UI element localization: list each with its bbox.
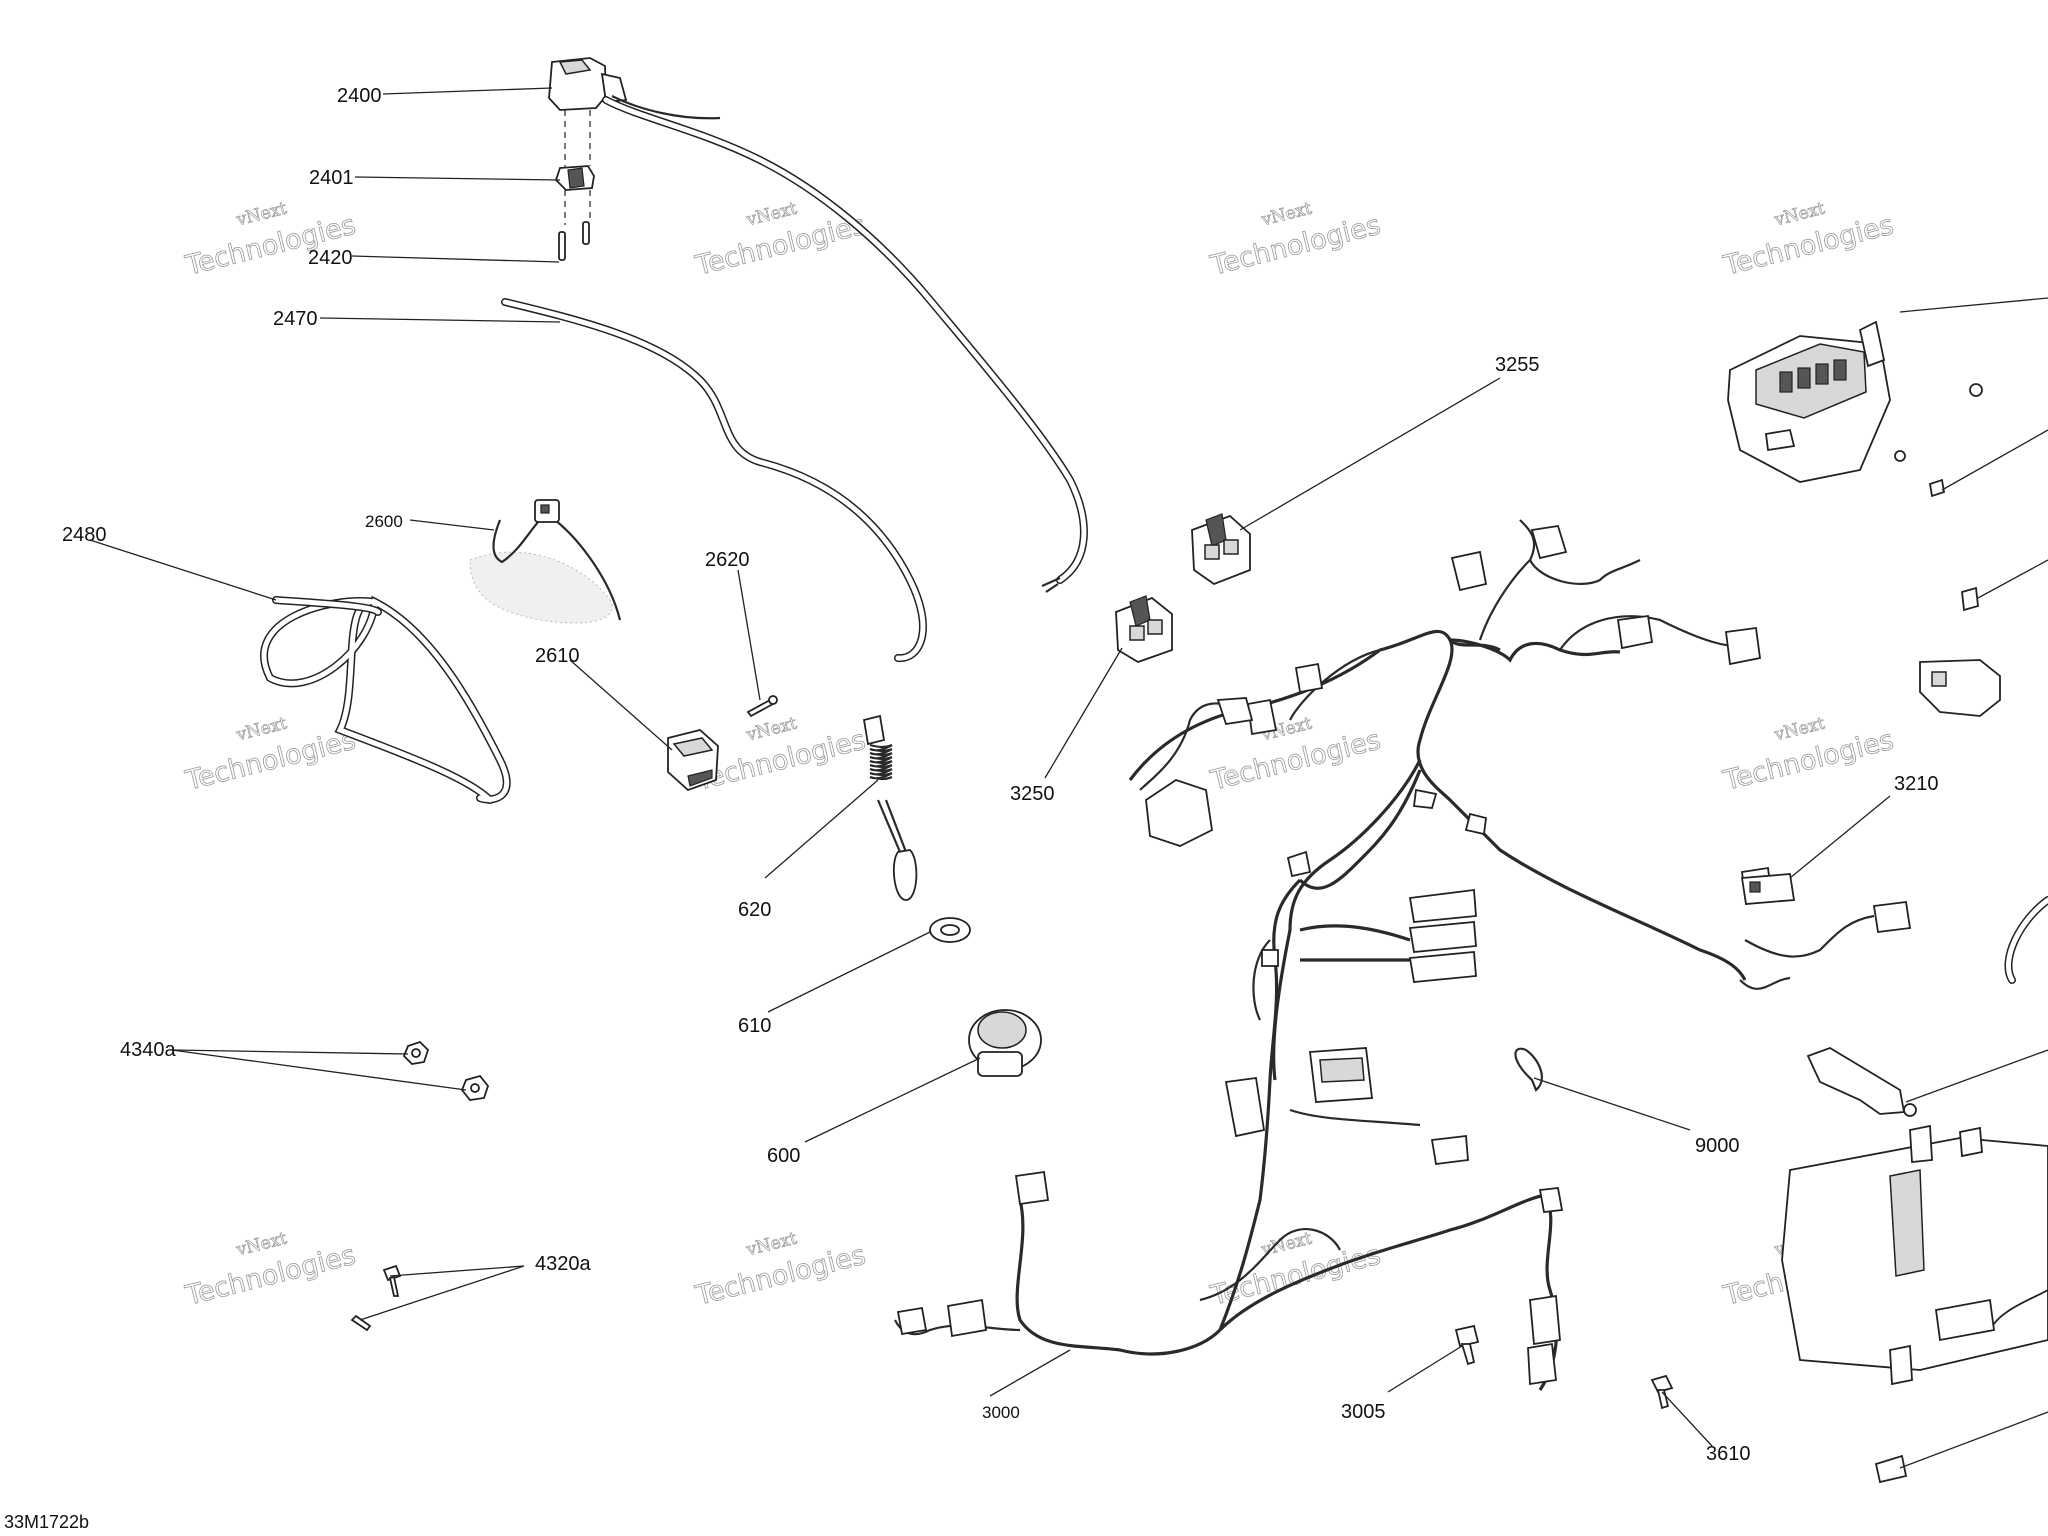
part-3005-screw — [1454, 1324, 1480, 1366]
watermark-10: vNext Technologies — [692, 1228, 870, 1312]
part-2420-screws — [558, 221, 590, 261]
callout-3000: 3000 — [982, 1403, 1020, 1422]
part-small-fasteners-right — [1894, 383, 1983, 612]
watermark-8: vNext Technologies — [1720, 713, 1898, 797]
callout-3610: 3610 — [1706, 1443, 1751, 1465]
callout-9000: 9000 — [1695, 1135, 1740, 1157]
callout-2400: 2400 — [337, 85, 382, 107]
watermark-line1: vNext — [744, 1229, 799, 1261]
part-3000-wire-harness — [894, 519, 1912, 1391]
part-2600-sensor — [469, 499, 622, 624]
callout-610: 610 — [738, 1015, 771, 1037]
part-620-coiled-lanyard — [862, 714, 918, 901]
part-ecu-module-right — [1781, 1124, 2048, 1386]
leader-lines — [89, 87, 2048, 1469]
callout-4340a: 4340a — [120, 1039, 176, 1061]
watermark-5: vNext Technologies — [182, 713, 360, 797]
callout-3210: 3210 — [1894, 773, 1939, 795]
part-3250-switch — [1115, 595, 1173, 663]
callout-3005: 3005 — [1341, 1401, 1386, 1423]
watermark-layer: vNext Technologies vNext Technologies vN… — [182, 198, 1898, 1312]
callout-3255: 3255 — [1495, 354, 1540, 376]
part-fuse-box-module — [1727, 320, 1891, 483]
part-2480-loop-tube — [260, 595, 511, 804]
watermark-11: vNext Technologies — [1207, 1228, 1385, 1312]
watermark-3: vNext Technologies — [1207, 198, 1385, 282]
callout-600: 600 — [767, 1145, 800, 1167]
watermark-line1: vNext — [744, 714, 799, 746]
part-3255-switch — [1191, 513, 1251, 586]
watermark-line1: vNext — [1772, 199, 1827, 231]
part-2400-switch-housing — [548, 57, 1088, 593]
callout-2600: 2600 — [365, 512, 403, 531]
part-3610-screw — [1650, 1374, 1674, 1410]
watermark-line1: vNext — [1259, 1229, 1314, 1261]
watermark-2: vNext Technologies — [692, 198, 870, 282]
part-4340a-nuts — [402, 1040, 490, 1101]
part-clip-bottom-right — [1874, 1454, 1908, 1484]
watermark-9: vNext Technologies — [182, 1228, 360, 1312]
watermark-4: vNext Technologies — [1720, 198, 1898, 282]
callout-3250: 3250 — [1010, 783, 1055, 805]
part-610-washer — [929, 917, 971, 943]
part-2610-switch — [667, 729, 719, 792]
callout-2470: 2470 — [273, 308, 318, 330]
callout-2620: 2620 — [705, 549, 750, 571]
watermark-line1: vNext — [234, 714, 289, 746]
callout-2480: 2480 — [62, 524, 107, 546]
watermark-line1: vNext — [744, 199, 799, 231]
part-9000-cable-tie — [1514, 1047, 1543, 1092]
callout-620: 620 — [738, 899, 771, 921]
callout-2401: 2401 — [309, 167, 354, 189]
part-mounting-bracket-right — [1806, 1047, 1917, 1117]
callout-4320a: 4320a — [535, 1253, 591, 1275]
watermark-line1: vNext — [1772, 714, 1827, 746]
callout-2420: 2420 — [308, 247, 353, 269]
part-2470-tube — [501, 298, 927, 663]
part-2620-pin — [746, 695, 778, 718]
watermark-line1: vNext — [234, 199, 289, 231]
watermark-line1: vNext — [234, 1229, 289, 1261]
part-tube-right-edge — [2004, 896, 2048, 984]
part-3210-connector — [1740, 873, 1796, 905]
callout-2610: 2610 — [535, 645, 580, 667]
part-2401-clip — [554, 110, 595, 225]
watermark-line1: vNext — [1259, 199, 1314, 231]
figure-code: 33M1722b — [4, 1512, 89, 1532]
part-sensor-bracket-right — [1919, 659, 2001, 717]
callout-labels: 2400 2401 2420 2470 2480 2600 2610 2620 … — [62, 85, 1939, 1465]
part-600-button — [968, 1009, 1042, 1077]
part-4320a-screws — [350, 1264, 402, 1332]
